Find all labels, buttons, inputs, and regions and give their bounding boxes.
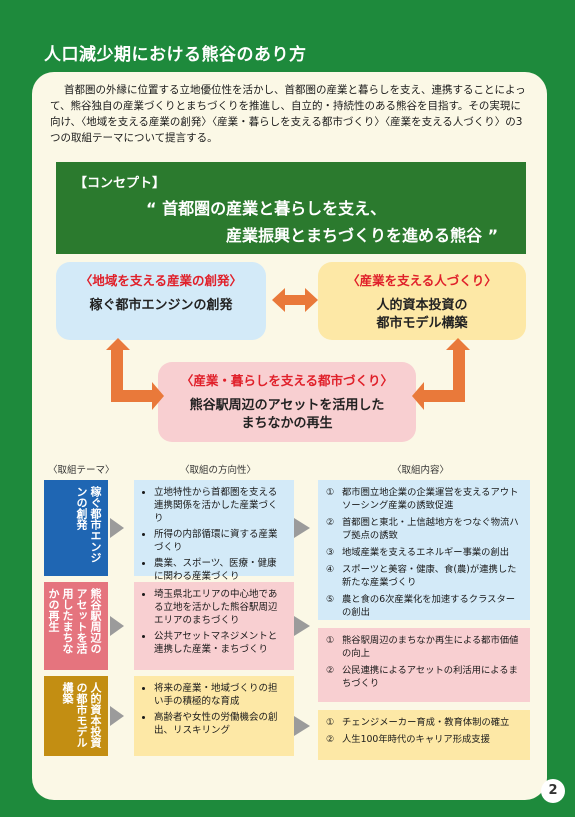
people-theme-box: 〈産業を支える人づくり〉 人的資本投資の 都市モデル構築 — [318, 262, 526, 340]
industry-theme-title: 〈地域を支える産業の創発〉 — [79, 273, 243, 288]
list-item: 立地特性から首都圏を支える連携関係を活かした産業づくり — [154, 486, 286, 525]
industry-theme-body: 稼ぐ都市エンジンの創発 — [89, 298, 233, 313]
list-item: 埼玉県北エリアの中心地である立地を活かした熊谷駅周辺エリアのまちづくり — [154, 588, 286, 627]
chevron-right-icon — [110, 706, 124, 726]
page-title: 人口減少期における熊谷のあり方 — [44, 45, 307, 65]
concept-banner: 【コンセプト】 “ 首都圏の産業と暮らしを支え、 産業振興とまちづくりを進める熊… — [56, 162, 526, 254]
chevron-right-icon — [294, 716, 310, 736]
list-item: 将来の産業・地域づくりの担い手の積極的な育成 — [154, 682, 286, 708]
list-item: 高齢者や女性の労働機会の創出、リスキリング — [154, 711, 286, 737]
direction-box-city: 埼玉県北エリアの中心地である立地を活かした熊谷駅周辺エリアのまちづくり 公共アセ… — [134, 582, 294, 670]
direction-box-people: 将来の産業・地域づくりの担い手の積極的な育成 高齢者や女性の労働機会の創出、リス… — [134, 676, 294, 756]
page-number: 2 — [541, 779, 565, 803]
header-theme: 〈取組テーマ〉 — [48, 465, 115, 476]
list-item: 農業、スポーツ、医療・健康に関わる産業づくり — [154, 557, 286, 583]
chevron-right-icon — [294, 518, 310, 538]
theme-label-industry: 稼ぐ都市エンジンの創発 — [44, 480, 108, 576]
theme-label-people: 人的資本投資の都市モデル構築 — [44, 676, 108, 756]
concept-label: 【コンセプト】 — [74, 176, 166, 191]
right-turn-arrow-icon — [412, 338, 470, 410]
city-theme-body: 熊谷駅周辺のアセットを活用した まちなかの再生 — [189, 398, 385, 431]
intro-paragraph: 首都圏の外縁に位置する立地優位性を活かし、首都圏の産業と暮らしを支え、連携するこ… — [50, 84, 526, 144]
double-arrow-icon — [272, 288, 318, 312]
header-content: 〈取組内容〉 — [392, 465, 450, 476]
chevron-right-icon — [110, 616, 124, 636]
concept-line-1: “ 首都圏の産業と暮らしを支え、 — [146, 199, 387, 218]
theme-label-city: 熊谷駅周辺のアセットを活用したまちなかの再生 — [44, 582, 108, 670]
list-item: 所得の内部循環に資する産業づくり — [154, 528, 286, 554]
concept-line-2: 産業振興とまちづくりを進める熊谷 ” — [226, 226, 499, 245]
direction-box-industry: 立地特性から首都圏を支える連携関係を活かした産業づくり 所得の内部循環に資する産… — [134, 480, 294, 582]
left-turn-arrow-icon — [106, 338, 164, 410]
city-theme-box: 〈産業・暮らしを支える都市づくり〉 熊谷駅周辺のアセットを活用した まちなかの再… — [158, 362, 416, 442]
people-theme-body: 人的資本投資の 都市モデル構築 — [376, 298, 468, 331]
city-theme-title: 〈産業・暮らしを支える都市づくり〉 — [180, 373, 394, 388]
people-theme-title: 〈産業を支える人づくり〉 — [347, 273, 497, 288]
chevron-right-icon — [110, 518, 124, 538]
header-direction: 〈取組の方向性〉 — [180, 465, 257, 476]
chevron-right-icon — [294, 616, 310, 636]
list-item: 公共アセットマネジメントと連携した産業・まちづくり — [154, 630, 286, 656]
industry-theme-box: 〈地域を支える産業の創発〉 稼ぐ都市エンジンの創発 — [56, 262, 266, 340]
